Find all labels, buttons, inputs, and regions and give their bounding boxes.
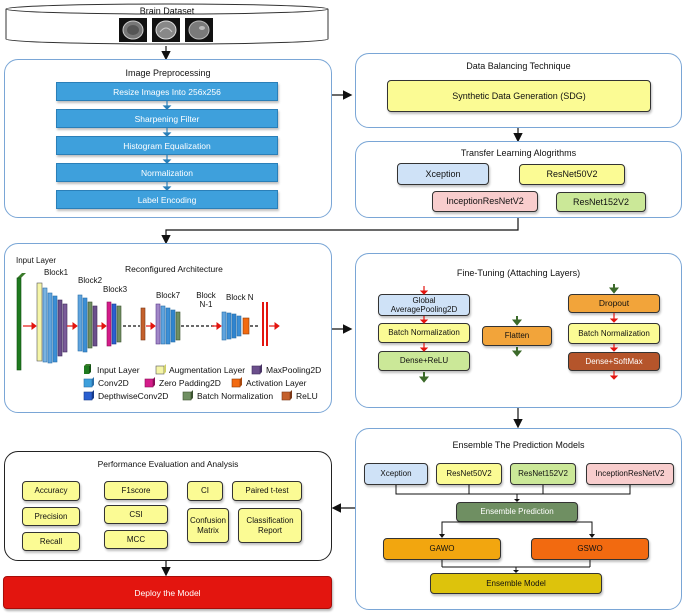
metric-ci: CI [187,481,223,501]
global-average-pooling-box: Global AveragePooling2D [378,294,470,316]
brain-mri-thumbnail [152,18,180,42]
ensemble-inceptionresnetv2: InceptionResNetV2 [586,463,674,485]
brain-dataset-cylinder: Brain Dataset [4,2,330,46]
ensemble-model-box: Ensemble Model [430,573,602,594]
model-resnet50v2: ResNet50V2 [519,164,625,185]
batch-normalization-box-left: Batch Normalization [378,323,470,343]
deploy-model-box: Deploy the Model [3,576,332,609]
sdg-box: Synthetic Data Generation (SDG) [387,80,651,112]
legend-batch-normalization: Batch Normalization [197,391,274,401]
architecture-title: Reconfigured Architecture [125,264,223,274]
metric-csi: CSI [104,505,168,524]
legend-maxpooling2d: MaxPooling2D [266,365,322,375]
ensemble-resnet50v2: ResNet50V2 [436,463,502,485]
legend-input-layer: Input Layer [97,365,140,375]
legend-augmentation-layer: Augmentation Layer [169,365,246,375]
legend-depthwiseconv2d: DepthwiseConv2D [98,391,169,401]
preprocess-step-normalization: Normalization [56,163,278,182]
model-xception: Xception [397,163,489,185]
balancing-title: Data Balancing Technique [466,61,571,71]
preprocessing-title: Image Preprocessing [125,68,211,78]
ensemble-xception: Xception [364,463,428,485]
preprocess-step-histogram: Histogram Equalization [56,136,278,155]
label-block3: Block3 [103,285,128,294]
gawo-box: GAWO [383,538,501,560]
label-block7: Block7 [156,291,181,300]
metric-classification-report: Classification Report [238,508,302,543]
preprocess-step-sharpen: Sharpening Filter [56,109,278,128]
model-resnet152v2: ResNet152V2 [556,192,646,212]
label-block-n-minus-1: Block N-1 [196,291,216,309]
dropout-box: Dropout [568,294,660,313]
batch-normalization-box-right: Batch Normalization [568,323,660,344]
metric-confusion-matrix: Confusion Matrix [187,508,229,543]
gswo-box: GSWO [531,538,649,560]
metric-paired-t-test: Paired t-test [232,481,302,501]
ensemble-prediction-box: Ensemble Prediction [456,502,578,522]
finetuning-title: Fine-Tuning (Attaching Layers) [456,268,581,278]
brain-mri-thumbnail [119,18,147,42]
legend-activation-layer: Activation Layer [246,378,307,388]
ensemble-resnet152v2: ResNet152V2 [510,463,576,485]
ensemble-title: Ensemble The Prediction Models [452,440,585,450]
legend-relu: ReLU [296,391,318,401]
label-input-layer: Input Layer [16,256,57,265]
legend-zero-padding2d: Zero Padding2D [159,378,221,388]
metric-recall: Recall [22,532,80,551]
dense-softmax-box: Dense+SoftMax [568,352,660,371]
legend-conv2d: Conv2D [98,378,129,388]
brain-mri-thumbnail [185,18,213,42]
preprocess-step-label-encoding: Label Encoding [56,190,278,209]
label-block1: Block1 [44,268,69,277]
flatten-box: Flatten [482,326,552,346]
metric-precision: Precision [22,507,80,526]
model-inceptionresnetv2: InceptionResNetV2 [432,191,538,212]
preprocess-step-resize: Resize Images Into 256x256 [56,82,278,101]
label-block2: Block2 [78,276,103,285]
metric-accuracy: Accuracy [22,481,80,501]
label-block-n: Block N [226,293,254,302]
dense-relu-box: Dense+ReLU [378,351,470,371]
transfer-title: Transfer Learning Alogrithms [460,148,577,158]
metric-mcc: MCC [104,530,168,549]
dataset-title: Brain Dataset [139,6,195,16]
evaluation-title: Performance Evaluation and Analysis [97,459,239,469]
metric-f1score: F1score [104,481,168,500]
